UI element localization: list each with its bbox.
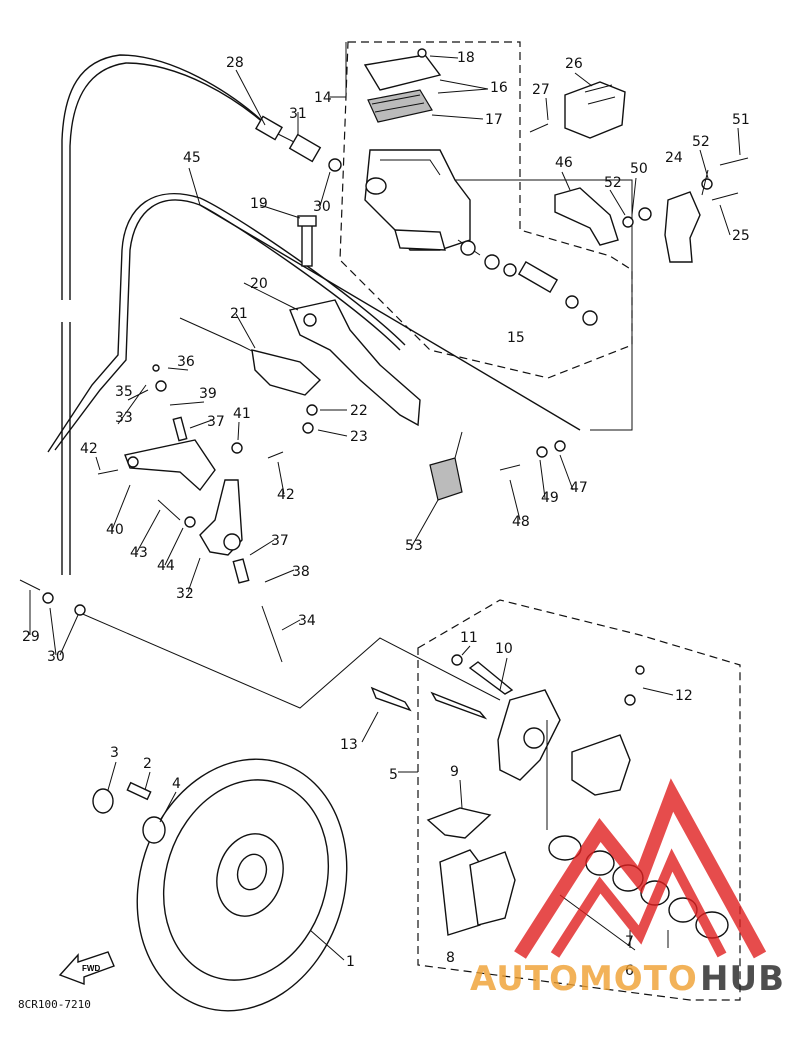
bracket-24 <box>664 191 701 263</box>
part-label: 40 <box>106 522 124 538</box>
part-label: 26 <box>565 56 583 72</box>
part-label: 50 <box>630 161 648 177</box>
part-label: 24 <box>665 150 683 166</box>
part-label: 45 <box>183 150 201 166</box>
brake-cable-45-inner <box>47 193 406 453</box>
part-label: 43 <box>130 545 148 561</box>
piston-kit-15 <box>457 239 598 326</box>
brake-cable-28-inner <box>69 62 277 300</box>
hose-route-line <box>77 611 501 709</box>
fasteners <box>19 48 749 663</box>
part-label: 14 <box>314 90 332 106</box>
switch-26 <box>564 81 626 139</box>
part-label: 37 <box>207 414 225 430</box>
part-label: 46 <box>555 155 573 171</box>
part-label: 35 <box>115 384 133 400</box>
part-label: 16 <box>490 80 508 96</box>
part-label: 44 <box>157 558 175 574</box>
lever-46 <box>554 187 619 246</box>
part-label: 8 <box>446 950 455 966</box>
part-label: 29 <box>22 629 40 645</box>
part-label: 1 <box>346 954 355 970</box>
part-label: 9 <box>450 764 459 780</box>
automotohub-watermark: AUTOMOTO HUB <box>470 778 785 999</box>
part-label: 23 <box>350 429 368 445</box>
part-label: 18 <box>457 50 475 66</box>
diagram-code: 8CR100-7210 <box>18 998 91 1011</box>
brake-cable-28 <box>61 54 271 300</box>
part-label: 11 <box>460 630 478 646</box>
part-label: 28 <box>226 55 244 71</box>
part-label: 4 <box>172 776 181 792</box>
part-label: 41 <box>233 406 251 422</box>
part-label: 47 <box>570 480 588 496</box>
part-label: 22 <box>350 403 368 419</box>
part-label: 42 <box>80 441 98 457</box>
watermark-logo-icon <box>514 778 767 959</box>
brake-hose-lower <box>61 322 71 575</box>
part-label: 21 <box>230 306 248 322</box>
part-label: 36 <box>177 354 195 370</box>
fwd-label: FWD <box>82 964 100 973</box>
part-label: 5 <box>389 767 398 783</box>
watermark-text-hub: HUB <box>700 959 785 999</box>
caliper-group-outline <box>417 599 741 1001</box>
part-label: 39 <box>199 386 217 402</box>
part-label: 3 <box>110 745 119 761</box>
fwd-arrow-icon: FWD <box>58 951 115 986</box>
piston-leaders <box>546 720 669 951</box>
part-label: 13 <box>340 737 358 753</box>
part-label: 15 <box>507 330 525 346</box>
part-label: 34 <box>298 613 316 629</box>
part-labels: 1 2 3 4 5 6 7 8 9 10 11 12 13 14 15 16 1… <box>22 50 750 979</box>
master-cylinder <box>364 149 471 251</box>
watermark-text-automoto: AUTOMOTO <box>470 959 698 999</box>
pedal-arm-32 <box>199 479 243 556</box>
part-label: 12 <box>675 688 693 704</box>
brake-disc <box>136 758 348 1012</box>
part-label: 6 <box>625 963 634 979</box>
rear-cable <box>199 204 581 431</box>
label-leaders <box>29 42 741 961</box>
part-label: 42 <box>277 487 295 503</box>
master-cylinder-group-outline <box>339 41 633 379</box>
caliper-body <box>497 689 631 796</box>
part-label: 32 <box>176 586 194 602</box>
part-label: 51 <box>732 112 750 128</box>
part-label: 37 <box>271 533 289 549</box>
part-label: 38 <box>292 564 310 580</box>
lever-bracket-21 <box>179 317 322 396</box>
part-label: 53 <box>405 538 423 554</box>
rear-lever-link-line <box>440 179 633 431</box>
part-label: 19 <box>250 196 268 212</box>
part-label: 7 <box>625 934 634 950</box>
pedal-arm-33 <box>124 439 216 492</box>
part-label: 2 <box>143 756 152 772</box>
part-label: 27 <box>532 82 550 98</box>
caliper-bolts <box>370 654 645 720</box>
part-label: 49 <box>541 490 559 506</box>
part-label: 52 <box>604 175 622 191</box>
part-label: 30 <box>313 199 331 215</box>
part-label: 48 <box>512 514 530 530</box>
part-label: 25 <box>732 228 750 244</box>
brake-pads <box>439 849 516 936</box>
reservoir-cap <box>363 54 442 123</box>
part-label: 20 <box>250 276 268 292</box>
part-label: 52 <box>692 134 710 150</box>
brake-lever <box>289 299 421 427</box>
pad-spring-9 <box>426 807 492 839</box>
part-label: 10 <box>495 641 513 657</box>
disc-hardware <box>92 781 166 844</box>
part-label: 17 <box>485 112 503 128</box>
